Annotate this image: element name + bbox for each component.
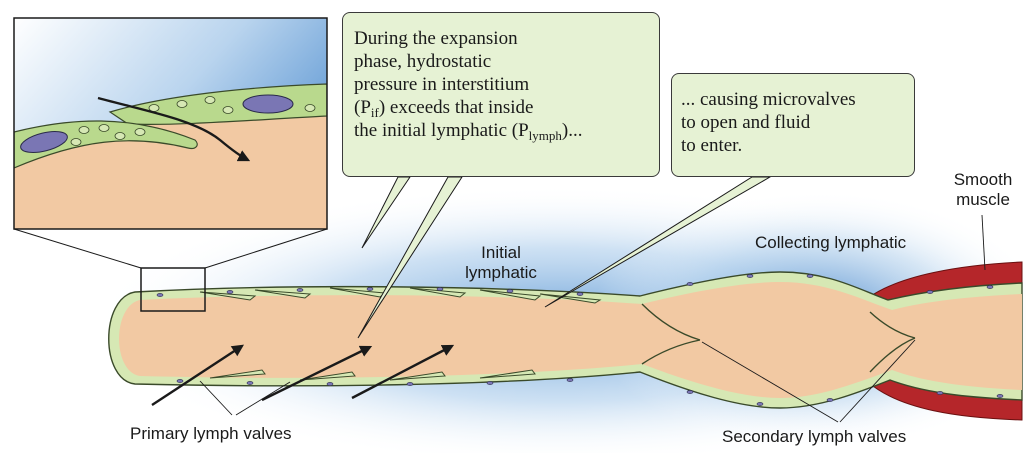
inset-magnified-view — [13, 17, 328, 230]
callout-2-line-2: to open and fluid — [681, 112, 811, 133]
cell-nuclei — [156, 274, 1004, 406]
primary-valves-leader — [199, 380, 291, 416]
expansion-phase-callout: During the expansion phase, hydrostatic … — [342, 12, 660, 177]
secondary-valves-leader — [701, 339, 916, 423]
endothelial-flaps — [199, 287, 602, 381]
pif-open: (P — [354, 97, 371, 118]
smooth-muscle-leader — [981, 214, 986, 271]
callout-1-line-4: (Pif) exceeds that inside — [354, 96, 649, 119]
initial-lymphatic-label: Initial lymphatic — [436, 243, 566, 283]
callout-2-line-1: ... causing microvalves — [681, 89, 856, 110]
plymph-pre: the initial lymphatic (P — [354, 120, 529, 141]
secondary-valves — [641, 303, 916, 373]
callout-1-line-2: phase, hydrostatic — [354, 51, 492, 72]
inset-nucleus-upper — [242, 94, 294, 114]
callout-pointers — [357, 176, 772, 339]
collecting-lymphatic-label: Collecting lymphatic — [755, 233, 907, 252]
microvalves-callout: ... causing microvalves to open and flui… — [671, 73, 915, 177]
callout-1-line-5: the initial lymphatic (Plymph)... — [354, 119, 649, 142]
initial-lymphatic-line-1: Initial — [481, 243, 521, 262]
inset-flow-arrow — [97, 96, 251, 162]
plymph-subscript: lymph — [528, 128, 562, 143]
zoom-region-box — [140, 267, 206, 312]
pif-rest: ) exceeds that inside — [378, 97, 534, 118]
smooth-muscle-line-2: muscle — [956, 190, 1010, 209]
initial-lymphatic-line-2: lymphatic — [465, 263, 537, 282]
secondary-lymph-valves-label: Secondary lymph valves — [722, 427, 907, 446]
zoom-connector-lines — [13, 228, 328, 269]
inset-nucleus-lower — [20, 131, 68, 153]
pif-subscript: if — [370, 105, 379, 120]
vessel-lumen — [119, 282, 1022, 398]
primary-lymph-valves-label: Primary lymph valves — [130, 424, 292, 443]
callout-1-line-3: pressure in interstitium — [354, 74, 530, 95]
callout-2-line-3: to enter. — [681, 135, 743, 156]
fluid-entry-arrows — [151, 344, 455, 407]
smooth-muscle-line-1: Smooth — [953, 170, 1013, 189]
plymph-post: )... — [561, 120, 583, 141]
callout-1-line-1: During the expansion — [354, 28, 518, 49]
smooth-muscle-label: Smooth muscle — [942, 170, 1024, 210]
